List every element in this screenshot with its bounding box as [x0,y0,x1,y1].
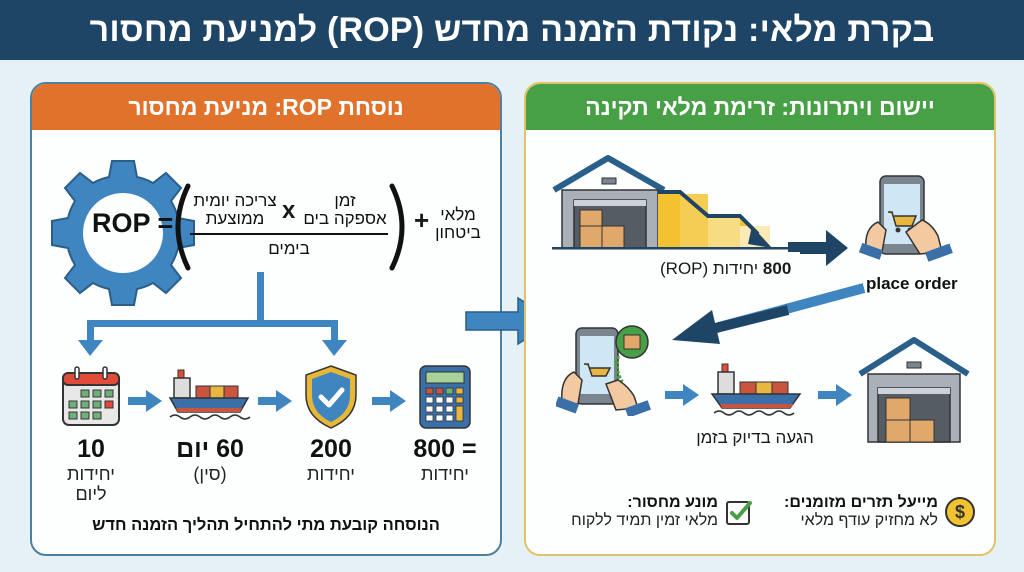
step-arrow-1 [128,390,162,412]
dollar-coin-icon: $ [945,497,975,527]
step-value: 200 [310,435,352,463]
calculator-icon [419,365,471,429]
close-paren [389,183,405,271]
benefit-title: מונע מחסור: [627,494,718,511]
step-value: 60 יום [176,435,244,463]
title-bar: בקרת מלאי: נקודת הזמנה מחדש (ROP) למניעת… [0,0,1024,60]
benefit-prevent-shortage-text: מונע מחסור: מלאי זמין תמיד ללקוח [571,494,718,530]
branch-arrow-right [322,340,347,356]
checkbox-check-icon [726,501,752,525]
branch-connector [78,272,347,356]
decline-arrowhead [748,226,772,248]
formula-daily-demand-line2: ממוצעת [205,209,265,228]
rop-threshold-unit: יחידות (ROP) [660,259,759,278]
benefit-text: מלאי זמין תמיד ללקוח [571,512,718,529]
benefit-cash-flow-text: מייעל תזרים מזומנים: לא מחזיק עודף מלאי [784,494,938,530]
formula-daily-demand: צריכה יומית ממוצעת [190,192,280,228]
open-paren [175,183,191,271]
benefit-cash-flow: $ מייעל תזרים מזומנים: לא מחזיק עודף מלא… [766,494,976,530]
mobile-order-confirm-icon [556,325,651,416]
rop-formula-panel-header: נוסחת ROP: מניעת מחסור [32,84,500,130]
step-arrow-3 [372,390,406,412]
warehouse-stock-decline [552,155,802,252]
step-label-line1: יחידות [307,464,355,484]
warehouse-full-icon [858,337,970,443]
step-value: = 800 [413,435,477,463]
order-flow-arrow [672,283,866,344]
shipping-arrow-1 [665,384,699,406]
benefit-text: לא מחזיק עודף מלאי [800,512,939,529]
branch-arrow-left [78,340,103,356]
benefit-prevent-shortage: מונע מחסור: מלאי זמין תמיד ללקוח [544,494,754,530]
formula-safety-line1: מלאי [440,205,476,224]
step-lead-time: 60 יום (סין) [160,435,260,484]
rop-formula-panel: נוסחת ROP: מניעת מחסור [30,82,502,556]
benefit-title: מייעל תזרים מזומנים: [784,494,938,511]
cargo-ship-icon [710,363,802,416]
formula-lead-time-line2: אספקה בים [303,209,387,228]
shipping-arrow-2 [818,384,852,406]
gear-icon [51,160,195,306]
rop-threshold-caption: 800 יחידות (ROP) [660,259,791,279]
formula-denominator: בימים [268,239,310,258]
step-daily-demand: 10 יחידות ליום [46,435,136,504]
formula-plus: + [414,205,430,235]
step-label-line1: יחידות [67,464,115,484]
page-title: בקרת מלאי: נקודת הזמנה מחדש (ROP) למניעת… [89,10,935,49]
formula-rop-equals: ROP = [92,208,174,238]
rop-threshold-value: 800 [762,259,792,278]
to-order-arrow [800,230,848,266]
implementation-panel-header: יישום ויתרונות: זרימת מלאי תקינה [526,84,994,130]
step-arrow-2 [258,390,292,412]
formula-lead-time-line1: זמן [334,191,356,210]
formula-footer-note: הנוסחה קובעת מתי להתחיל תהליך הזמנה חדש [92,516,440,534]
shield-check-icon [305,365,357,429]
place-order-label: place order [866,274,958,293]
step-safety-stock: 200 יחידות [286,435,376,484]
svg-text:$: $ [955,502,965,522]
mobile-order-icon [858,175,953,262]
calendar-icon [62,366,120,426]
fraction-bar [190,233,388,235]
warehouse-icon [552,155,666,249]
on-time-arrival-caption: הגעה בדיוק בזמן [696,428,814,447]
formula-safety-line2: ביטחון [435,223,481,242]
formula-multiply: x [282,197,296,224]
step-label-line1: (סין) [193,464,227,484]
step-value: 10 [77,435,105,463]
formula-daily-demand-line1: צריכה יומית [193,191,277,210]
cargo-ship-icon [168,369,251,420]
step-result: = 800 יחידות [400,435,490,484]
formula-lead-time: זמן אספקה בים [300,192,390,228]
formula-safety-stock: מלאי ביטחון [428,206,488,242]
step-label-line2: ליום [75,484,107,504]
step-label-line1: יחידות [421,464,469,484]
